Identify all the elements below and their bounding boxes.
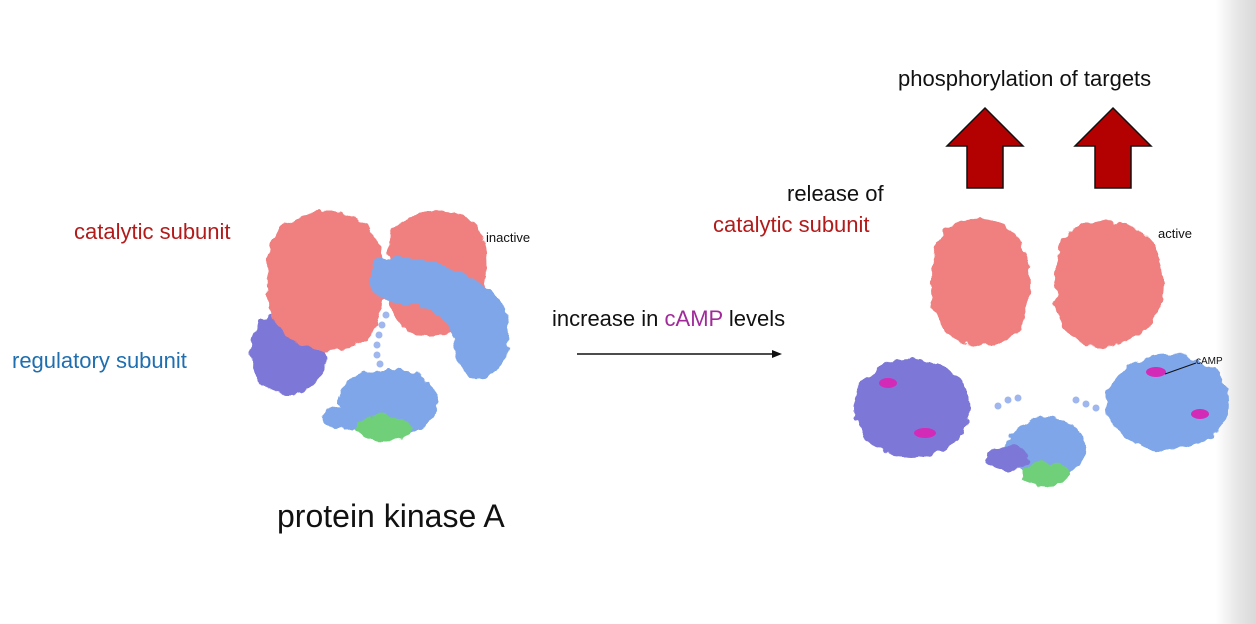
page-edge-shadow: [1216, 0, 1256, 624]
right-catalytic-subunit-2: [1054, 220, 1164, 347]
camp-increase-label: increase in cAMP levels: [552, 306, 785, 332]
left-catalytic-subunit-1: [267, 210, 385, 351]
reaction-arrow-icon: [577, 350, 782, 358]
inactive-state-label: inactive: [486, 230, 531, 245]
right-regulatory-purple: [854, 358, 970, 458]
right-catalytic-subunit-1: [930, 218, 1030, 346]
up-arrow-right-icon: [1073, 106, 1153, 189]
left-regulatory-bottom: [323, 368, 438, 436]
right-regulatory-blue: [1106, 354, 1230, 450]
release-of-label: release of: [787, 181, 884, 206]
regulatory-subunit-label: regulatory subunit: [12, 348, 187, 373]
camp-increase-suffix: levels: [722, 306, 786, 331]
camp-small-label: cAMP: [1196, 356, 1223, 367]
catalytic-subunit-label: catalytic subunit: [74, 219, 231, 244]
released-catalytic-subunit-label: catalytic subunit: [713, 212, 870, 237]
active-state-label: active: [1158, 226, 1192, 241]
phosphorylation-label: phosphorylation of targets: [898, 66, 1152, 91]
camp-pointer-line: [1164, 362, 1197, 375]
left-regulatory-subunit-blue: [372, 256, 509, 379]
right-regulatory-center: [986, 418, 1086, 478]
camp-term: cAMP: [664, 306, 723, 331]
right-linker-dots: [994, 394, 1100, 412]
camp-molecules: [879, 367, 1209, 438]
up-arrow-left-icon: [945, 106, 1025, 189]
right-anchor-green: [1022, 462, 1070, 486]
left-linker-dots: [373, 311, 390, 368]
camp-increase-prefix: increase in: [552, 306, 665, 331]
protein-kinase-a-title: protein kinase A: [277, 498, 505, 534]
left-anchor-green: [356, 415, 412, 441]
